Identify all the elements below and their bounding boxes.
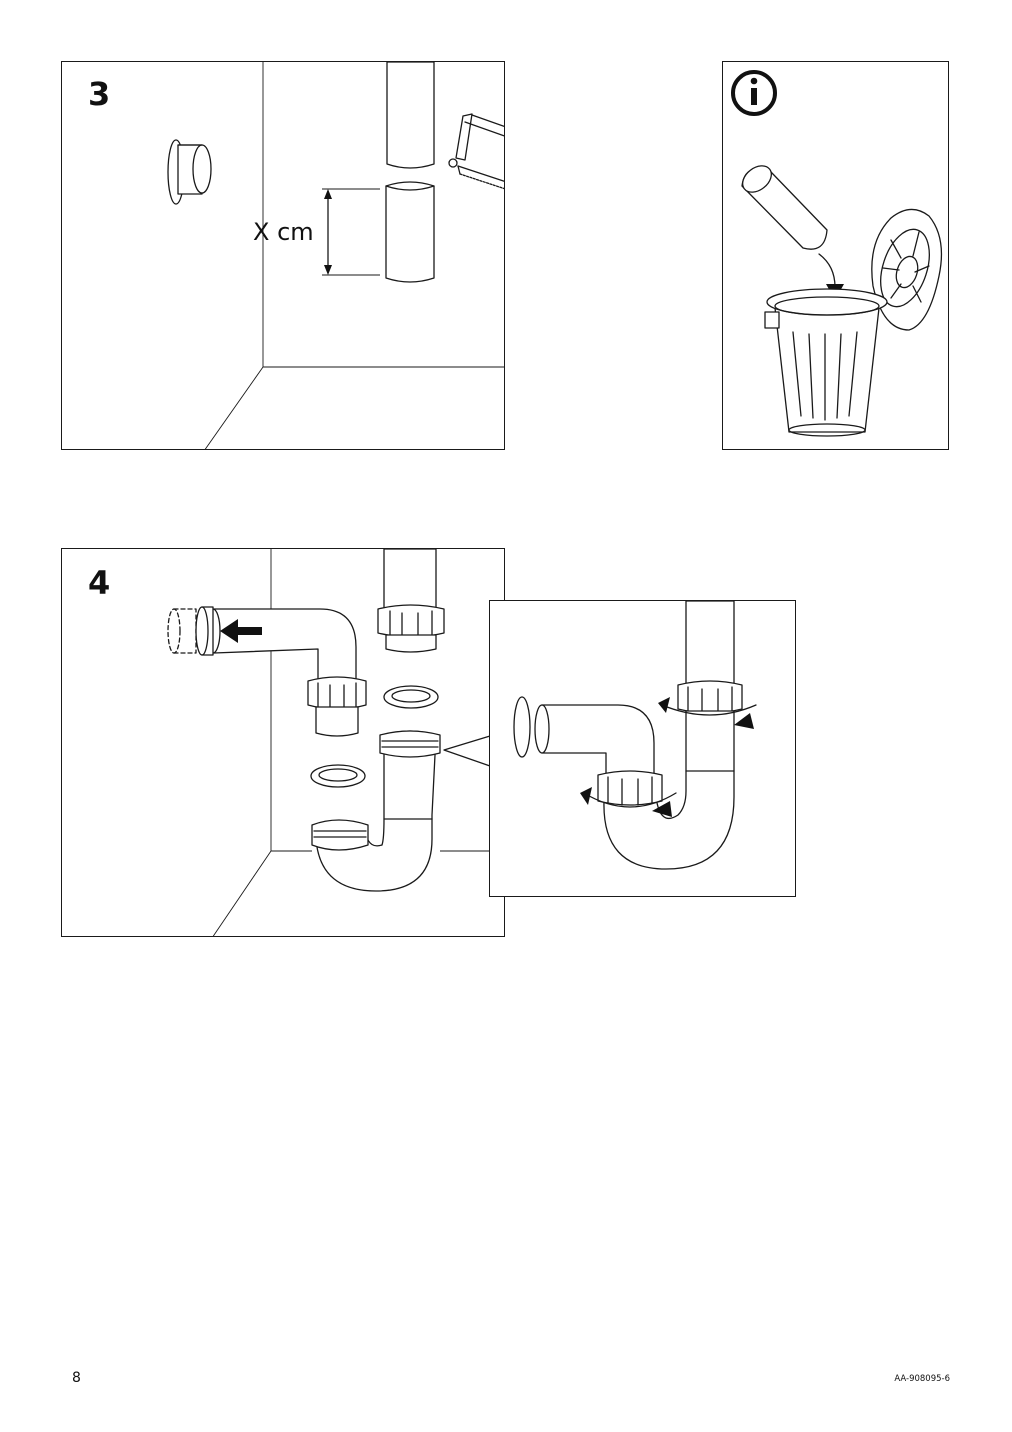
step-4-panel: 4	[61, 548, 505, 937]
step-number: 3	[88, 75, 111, 113]
step-4-illustration	[167, 549, 490, 936]
vertical-pipe-upper	[377, 549, 445, 653]
outlet-ghost-pipe	[167, 608, 197, 654]
assembled-trap	[513, 601, 743, 870]
document-code: AA-908095-6	[894, 1374, 950, 1384]
info-icon	[731, 70, 777, 116]
step-number: 4	[88, 564, 111, 602]
tighten-arrow-upper-icon	[658, 697, 757, 729]
elbow-pipe	[195, 606, 357, 682]
hacksaw-icon	[448, 113, 504, 190]
tighten-arrow-lower-icon	[580, 787, 677, 817]
step-4-detail-panel	[489, 600, 796, 897]
step-3-panel: 3	[61, 61, 505, 450]
info-illustration	[731, 70, 943, 437]
cut-pipe-piece-icon	[741, 165, 828, 250]
page-number: 8	[72, 1370, 81, 1386]
elbow-nut	[307, 676, 367, 737]
cut-pipe-segment	[385, 181, 435, 283]
direction-arrow-icon	[220, 619, 262, 643]
p-trap-pipe	[311, 730, 441, 892]
room-corner-lines	[204, 62, 504, 449]
seal-ring-upper	[383, 685, 439, 709]
vertical-pipe-upper	[386, 62, 435, 169]
step-3-illustration	[167, 62, 504, 449]
trash-bin-icon	[764, 208, 943, 437]
dimension-label: X cm	[253, 218, 314, 246]
room-corner-lines	[212, 549, 490, 936]
step-4-detail-callout	[440, 600, 500, 780]
dimension-arrow	[322, 188, 380, 276]
info-panel	[722, 61, 949, 450]
detail-illustration	[513, 601, 757, 870]
seal-ring-lower	[310, 764, 366, 788]
wall-outlet-icon	[167, 139, 212, 205]
